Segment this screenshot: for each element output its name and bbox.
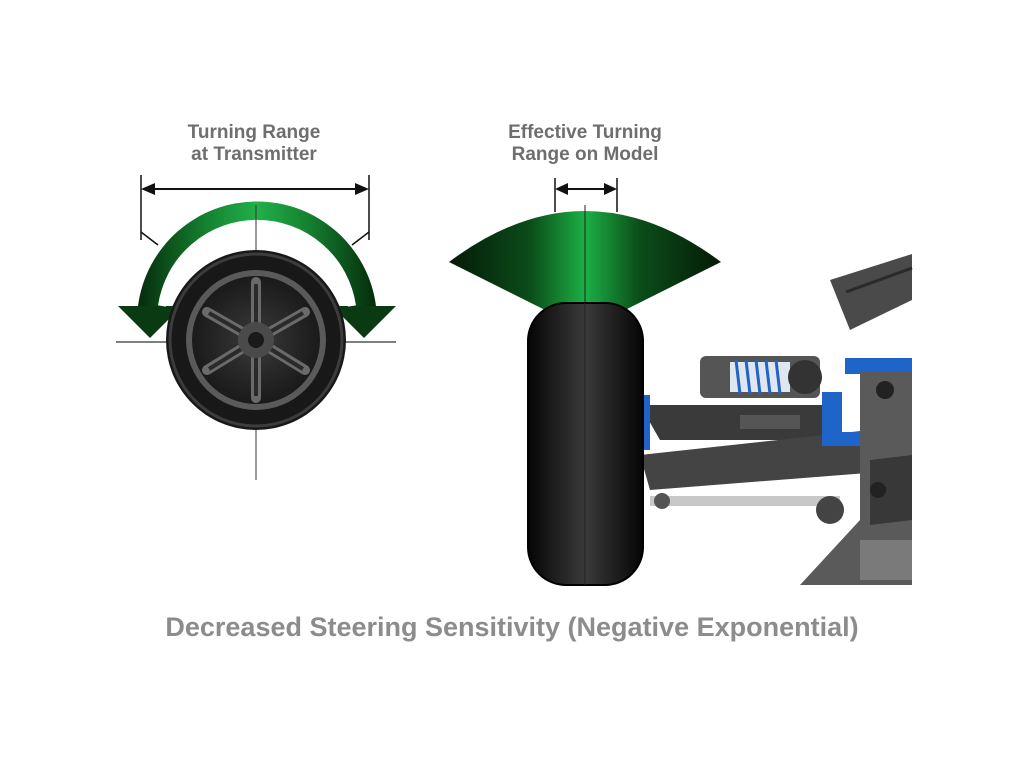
model-range-label: Effective Turning Range on Model — [470, 122, 700, 166]
transmitter-range-label: Turning Range at Transmitter — [154, 122, 354, 166]
transmitter-diagram — [116, 175, 396, 480]
model-range-label-line1: Effective Turning — [508, 122, 662, 143]
diagram-caption: Decreased Steering Sensitivity (Negative… — [165, 612, 859, 642]
transmitter-wheel — [166, 250, 346, 430]
model-range-label-line2: Range on Model — [511, 144, 659, 165]
transmitter-range-dimension — [140, 175, 370, 246]
model-range-dimension — [554, 178, 618, 212]
model-chassis — [640, 254, 913, 585]
model-diagram — [449, 178, 913, 586]
transmitter-range-label-line2: at Transmitter — [191, 144, 317, 165]
transmitter-range-label-line1: Turning Range — [187, 122, 321, 143]
transmitter-turning-arc — [118, 201, 396, 338]
